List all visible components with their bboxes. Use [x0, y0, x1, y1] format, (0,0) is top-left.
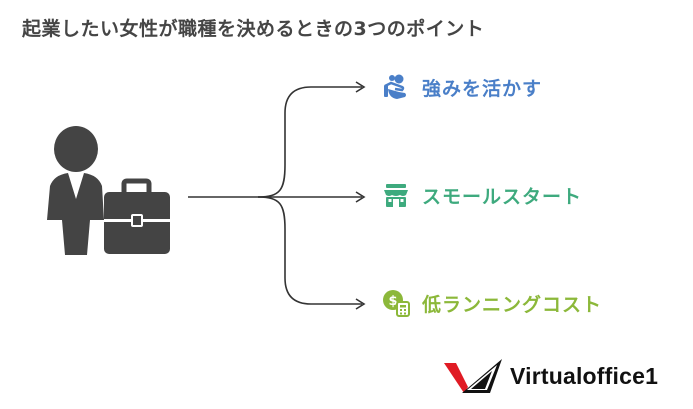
- page-title: 起業したい女性が職種を決めるときの3つのポイント: [22, 18, 485, 40]
- logo-text: Virtualoffice1: [510, 362, 659, 389]
- point-3-label: 低ランニングコスト: [422, 293, 603, 316]
- storefront-icon: [382, 181, 410, 209]
- point-2-label: スモールスタート: [422, 185, 583, 208]
- businesswoman-icon: [47, 126, 104, 255]
- point-1-label: 強みを活かす: [422, 77, 543, 100]
- svg-text:$: $: [388, 294, 397, 309]
- point-3: $ 低ランニングコスト: [382, 288, 602, 318]
- coin-calculator-icon: $: [382, 289, 410, 317]
- connector-arrowheads: [355, 81, 366, 310]
- logo-mark-icon: [444, 359, 502, 393]
- point-1: 強みを活かす: [382, 72, 542, 102]
- virtualoffice1-logo: Virtualoffice1: [442, 356, 658, 396]
- connector-lines: [188, 86, 362, 305]
- briefcase-icon: [104, 178, 170, 254]
- hand-coins-icon: [382, 73, 410, 101]
- point-2: スモールスタート: [382, 180, 582, 210]
